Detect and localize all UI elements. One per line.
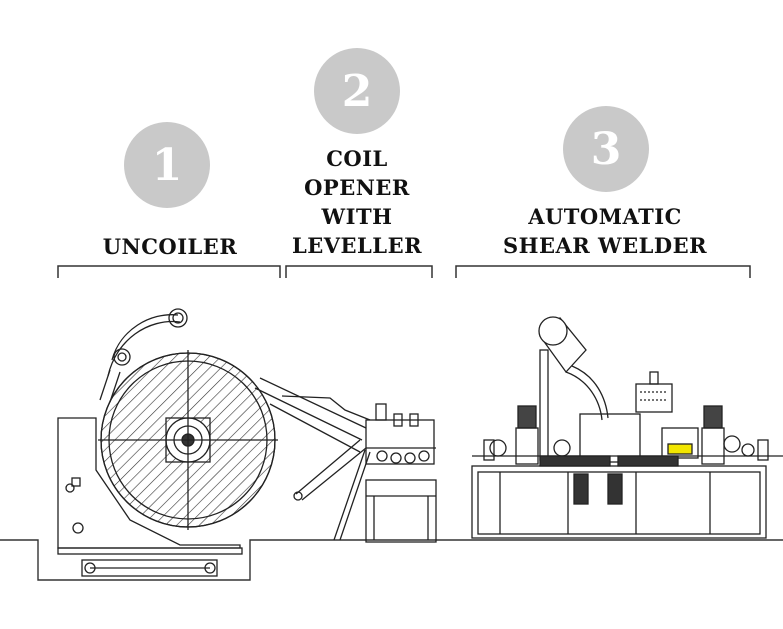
stage-1-number: 1 bbox=[151, 139, 183, 191]
floor-line bbox=[0, 539, 783, 581]
stage-3-number: 3 bbox=[590, 123, 622, 175]
bracket-coil-opener bbox=[285, 265, 433, 278]
uncoiler-machine bbox=[57, 308, 371, 577]
stage-3-label: AUTOMATIC SHEAR WELDER bbox=[502, 204, 708, 258]
leveller-machine bbox=[365, 403, 437, 543]
bracket-shear-welder bbox=[455, 265, 751, 278]
stage-3-number-badge: 3 bbox=[563, 106, 649, 192]
stage-1-label: UNCOILER bbox=[102, 234, 238, 259]
shear-welder-machine bbox=[471, 316, 783, 539]
stage-1-number-badge: 1 bbox=[124, 122, 210, 208]
bracket-uncoiler bbox=[57, 265, 281, 278]
yellow-highlight-block bbox=[667, 443, 693, 455]
stage-2-number: 2 bbox=[341, 65, 373, 117]
stage-2-label: COIL OPENER WITH LEVELLER bbox=[291, 146, 423, 258]
stage-2-number-badge: 2 bbox=[314, 48, 400, 134]
